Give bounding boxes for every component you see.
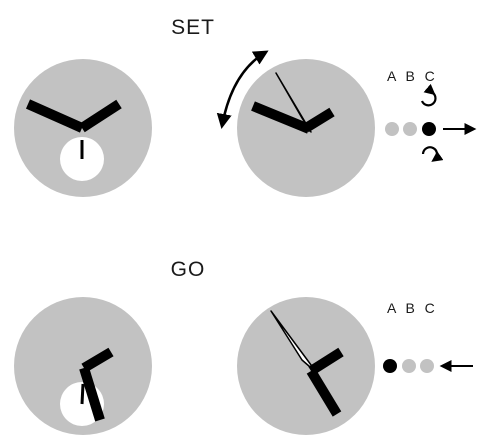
- crown-dot-c-active: [422, 122, 436, 136]
- double-headed-curved-arrow-icon: [216, 50, 269, 129]
- crown-dot-a: [385, 122, 399, 136]
- go-watch-running: [237, 297, 375, 435]
- crown-dot-b: [403, 122, 417, 136]
- subdial-hand: [80, 383, 85, 405]
- set-title: SET: [171, 16, 215, 39]
- crown-dot-b: [402, 359, 416, 373]
- minute-hand: [303, 107, 335, 133]
- minute-hand: [308, 347, 344, 376]
- go-title: GO: [171, 258, 206, 281]
- watch-dial: [237, 297, 375, 435]
- set-watch-initial: [14, 59, 152, 197]
- minute-hand: [81, 347, 114, 373]
- hour-hand: [25, 99, 85, 133]
- crown-position-labels: A B C: [387, 68, 438, 84]
- crown-dot-c: [420, 359, 434, 373]
- hour-hand: [79, 366, 105, 422]
- crown-dot-a-active: [383, 359, 397, 373]
- minute-hand: [79, 99, 122, 133]
- go-watch-initial: [14, 297, 152, 435]
- hour-hand: [306, 368, 342, 417]
- set-watch-adjusting: [237, 59, 375, 197]
- clockwise-arrow-icon: [420, 83, 437, 107]
- crown-position-labels: A B C: [387, 300, 438, 316]
- counterclockwise-arrow-icon: [421, 146, 444, 162]
